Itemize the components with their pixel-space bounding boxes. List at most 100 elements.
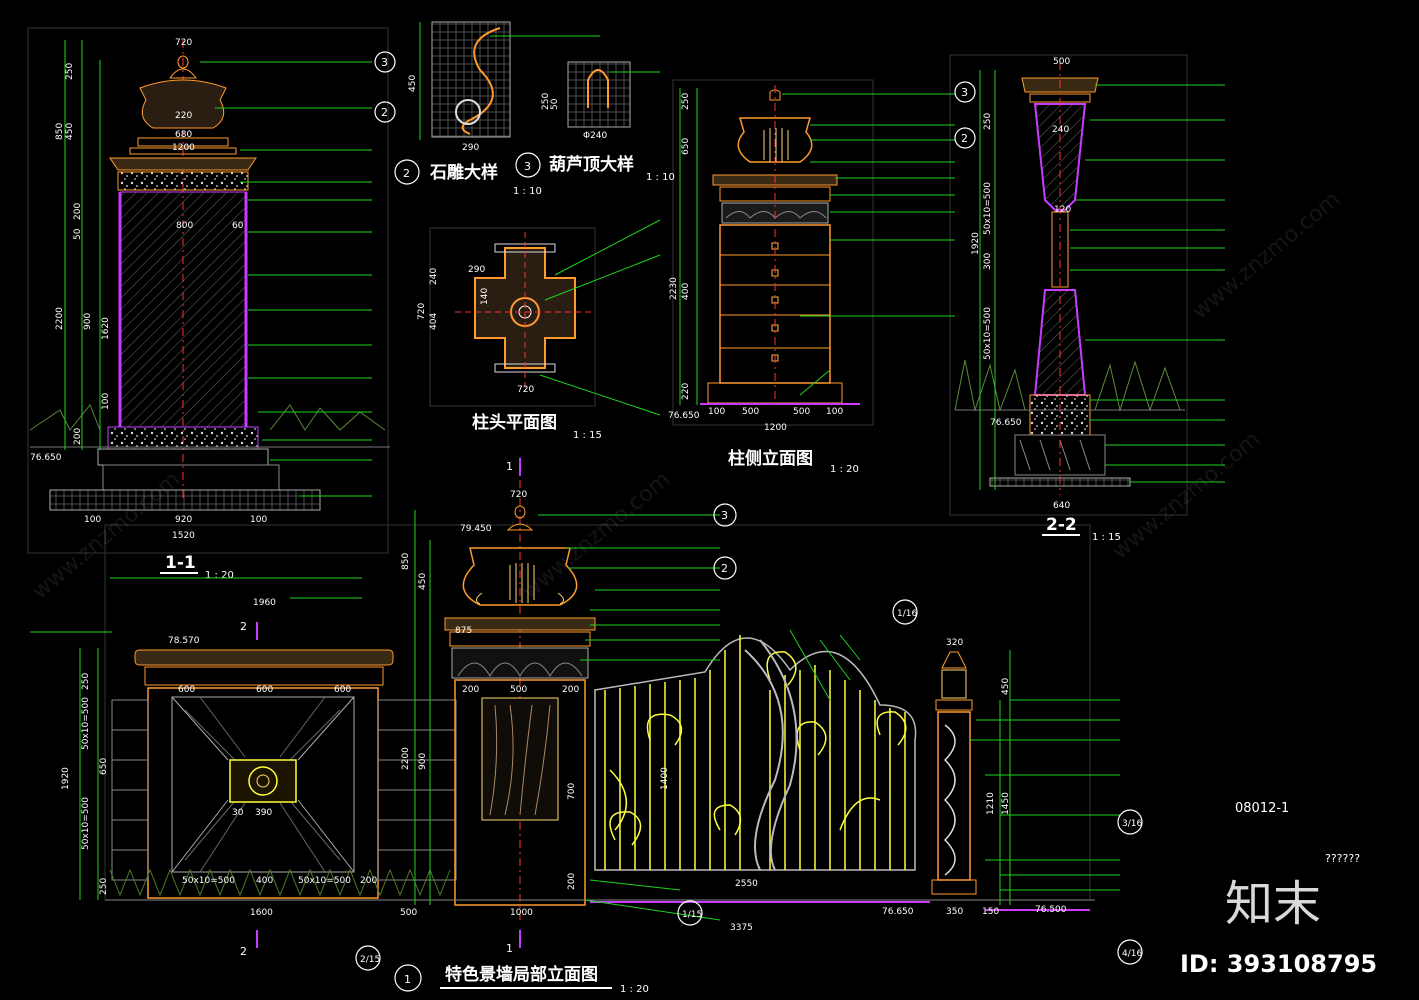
- elev-text: 76.650: [668, 411, 700, 421]
- section-mark: 1: [506, 942, 513, 955]
- dim-text: 920: [175, 515, 192, 525]
- dim-text: 250: [65, 63, 75, 80]
- dim-text: 50x10=500: [81, 797, 91, 850]
- dim-text: 200: [567, 873, 577, 890]
- detail-number: 2: [403, 167, 410, 180]
- dim-text: 350: [946, 907, 963, 917]
- view-scale: 1 : 10: [646, 172, 675, 183]
- elev-text: 76.650: [990, 418, 1022, 428]
- dim-text: 250: [99, 878, 109, 895]
- dim-text: 100: [84, 515, 101, 525]
- dim-text: 240: [1052, 125, 1069, 135]
- dim-text: 1450: [1001, 792, 1011, 815]
- dim-text: 250: [983, 113, 993, 130]
- callout-2: 2: [961, 132, 968, 145]
- dim-text: 800: [176, 221, 193, 231]
- dim-text: 850: [55, 123, 65, 140]
- dim-text: 900: [418, 753, 428, 770]
- dim-text: 200: [73, 428, 83, 445]
- section-mark: 1: [506, 460, 513, 473]
- detail-stone-carving: 450 290 2 石雕大样 1 : 10 250 50 Φ240 3 葫芦顶大…: [394, 21, 675, 197]
- dim-text: 650: [99, 758, 109, 775]
- dim-text: 100: [101, 393, 111, 410]
- dim-text: 390: [255, 808, 272, 818]
- dim-text: 720: [175, 38, 192, 48]
- dim-text: 100: [250, 515, 267, 525]
- dim-text: 50x10=500: [983, 307, 993, 360]
- view-scale: 1 : 20: [205, 570, 234, 581]
- section-2-2: 500 240 120 50x10=500 50x10=500 300 1920…: [954, 57, 1225, 543]
- callout-2: 2: [381, 106, 388, 119]
- detail-number: 3: [524, 160, 531, 173]
- dim-text: 320: [946, 638, 963, 648]
- dim-text: Φ240: [583, 131, 608, 141]
- callout-bubble: [1117, 809, 1143, 835]
- elev-text: 76.500: [1035, 905, 1067, 915]
- view-scale: 1 : 20: [830, 464, 859, 475]
- dim-text: 120: [1054, 205, 1071, 215]
- view-scale: 1 : 20: [620, 984, 649, 995]
- dim-text: 720: [510, 490, 527, 500]
- dim-text: 2550: [735, 879, 758, 889]
- callout-bubble: [954, 127, 976, 149]
- dim-text: 50x10=500: [81, 697, 91, 750]
- callout-bubble: [374, 51, 396, 73]
- dim-text: 290: [462, 143, 479, 153]
- dim-text: 1400: [660, 767, 670, 790]
- dim-text: 100: [708, 407, 725, 417]
- dim-text: 200: [462, 685, 479, 695]
- callout-2-15: 2/15: [360, 955, 380, 965]
- sheet-code: 08012-1: [1235, 801, 1289, 816]
- callout-bubble: [677, 900, 703, 926]
- dim-text: 500: [1053, 57, 1070, 67]
- dim-text: 50: [550, 98, 560, 110]
- frame-section-2-2: [949, 54, 1188, 516]
- elev-text: 76.650: [882, 907, 914, 917]
- dim-text: 50x10=500: [182, 876, 235, 886]
- frame-side-elevation: [672, 79, 874, 426]
- dim-text: 2230: [669, 277, 679, 300]
- dim-text: 500: [793, 407, 810, 417]
- view-title-main-elevation: 特色景墙局部立面图: [445, 964, 598, 985]
- dim-text: 400: [681, 283, 691, 300]
- watermark: www.znzmo.com: [518, 467, 675, 605]
- dim-text: 640: [1053, 501, 1070, 511]
- dim-text: 220: [175, 111, 192, 121]
- callout-bubble: [355, 945, 381, 971]
- watermark: www.znzmo.com: [28, 467, 185, 605]
- dim-text: 50x10=500: [298, 876, 351, 886]
- callout-bubble: [515, 152, 541, 178]
- callout-4-16: 4/16: [1122, 949, 1142, 959]
- dim-text: 1200: [764, 423, 787, 433]
- unknown-label: ??????: [1325, 852, 1360, 865]
- dim-text: 3375: [730, 923, 753, 933]
- dim-text: 400: [256, 876, 273, 886]
- dim-text: 500: [742, 407, 759, 417]
- dim-text: 200: [73, 203, 83, 220]
- dim-text: 450: [1001, 678, 1011, 695]
- view-scale: 1 : 15: [573, 430, 602, 441]
- side-elevation: 3 2 250 650 400 220 2230 500 500 1200 10…: [668, 81, 976, 475]
- callout-2: 2: [721, 562, 728, 575]
- dim-text: 60: [232, 221, 244, 231]
- dim-text: 500: [510, 685, 527, 695]
- dim-text: 240: [429, 268, 439, 285]
- dim-text: 220: [681, 383, 691, 400]
- callout-bubble: [713, 556, 737, 580]
- dim-text: 875: [455, 626, 472, 636]
- elev-text: 78.570: [168, 636, 200, 646]
- callout-3: 3: [381, 56, 388, 69]
- view-title-2-2: 2-2: [1046, 515, 1077, 535]
- callout-bubble: [954, 81, 976, 103]
- dim-text: 290: [468, 265, 485, 275]
- brand-logo: 知末: [1225, 876, 1321, 932]
- view-title-1-1: 1-1: [165, 553, 196, 573]
- dim-text: 250: [681, 93, 691, 110]
- view-title-side-elevation: 柱侧立面图: [728, 448, 813, 469]
- dim-text: 450: [65, 123, 75, 140]
- dim-text: 720: [517, 385, 534, 395]
- frame-section-1-1: [27, 27, 389, 554]
- dim-text: 250: [81, 673, 91, 690]
- dim-text: 600: [334, 685, 351, 695]
- callout-bubble: [892, 599, 918, 625]
